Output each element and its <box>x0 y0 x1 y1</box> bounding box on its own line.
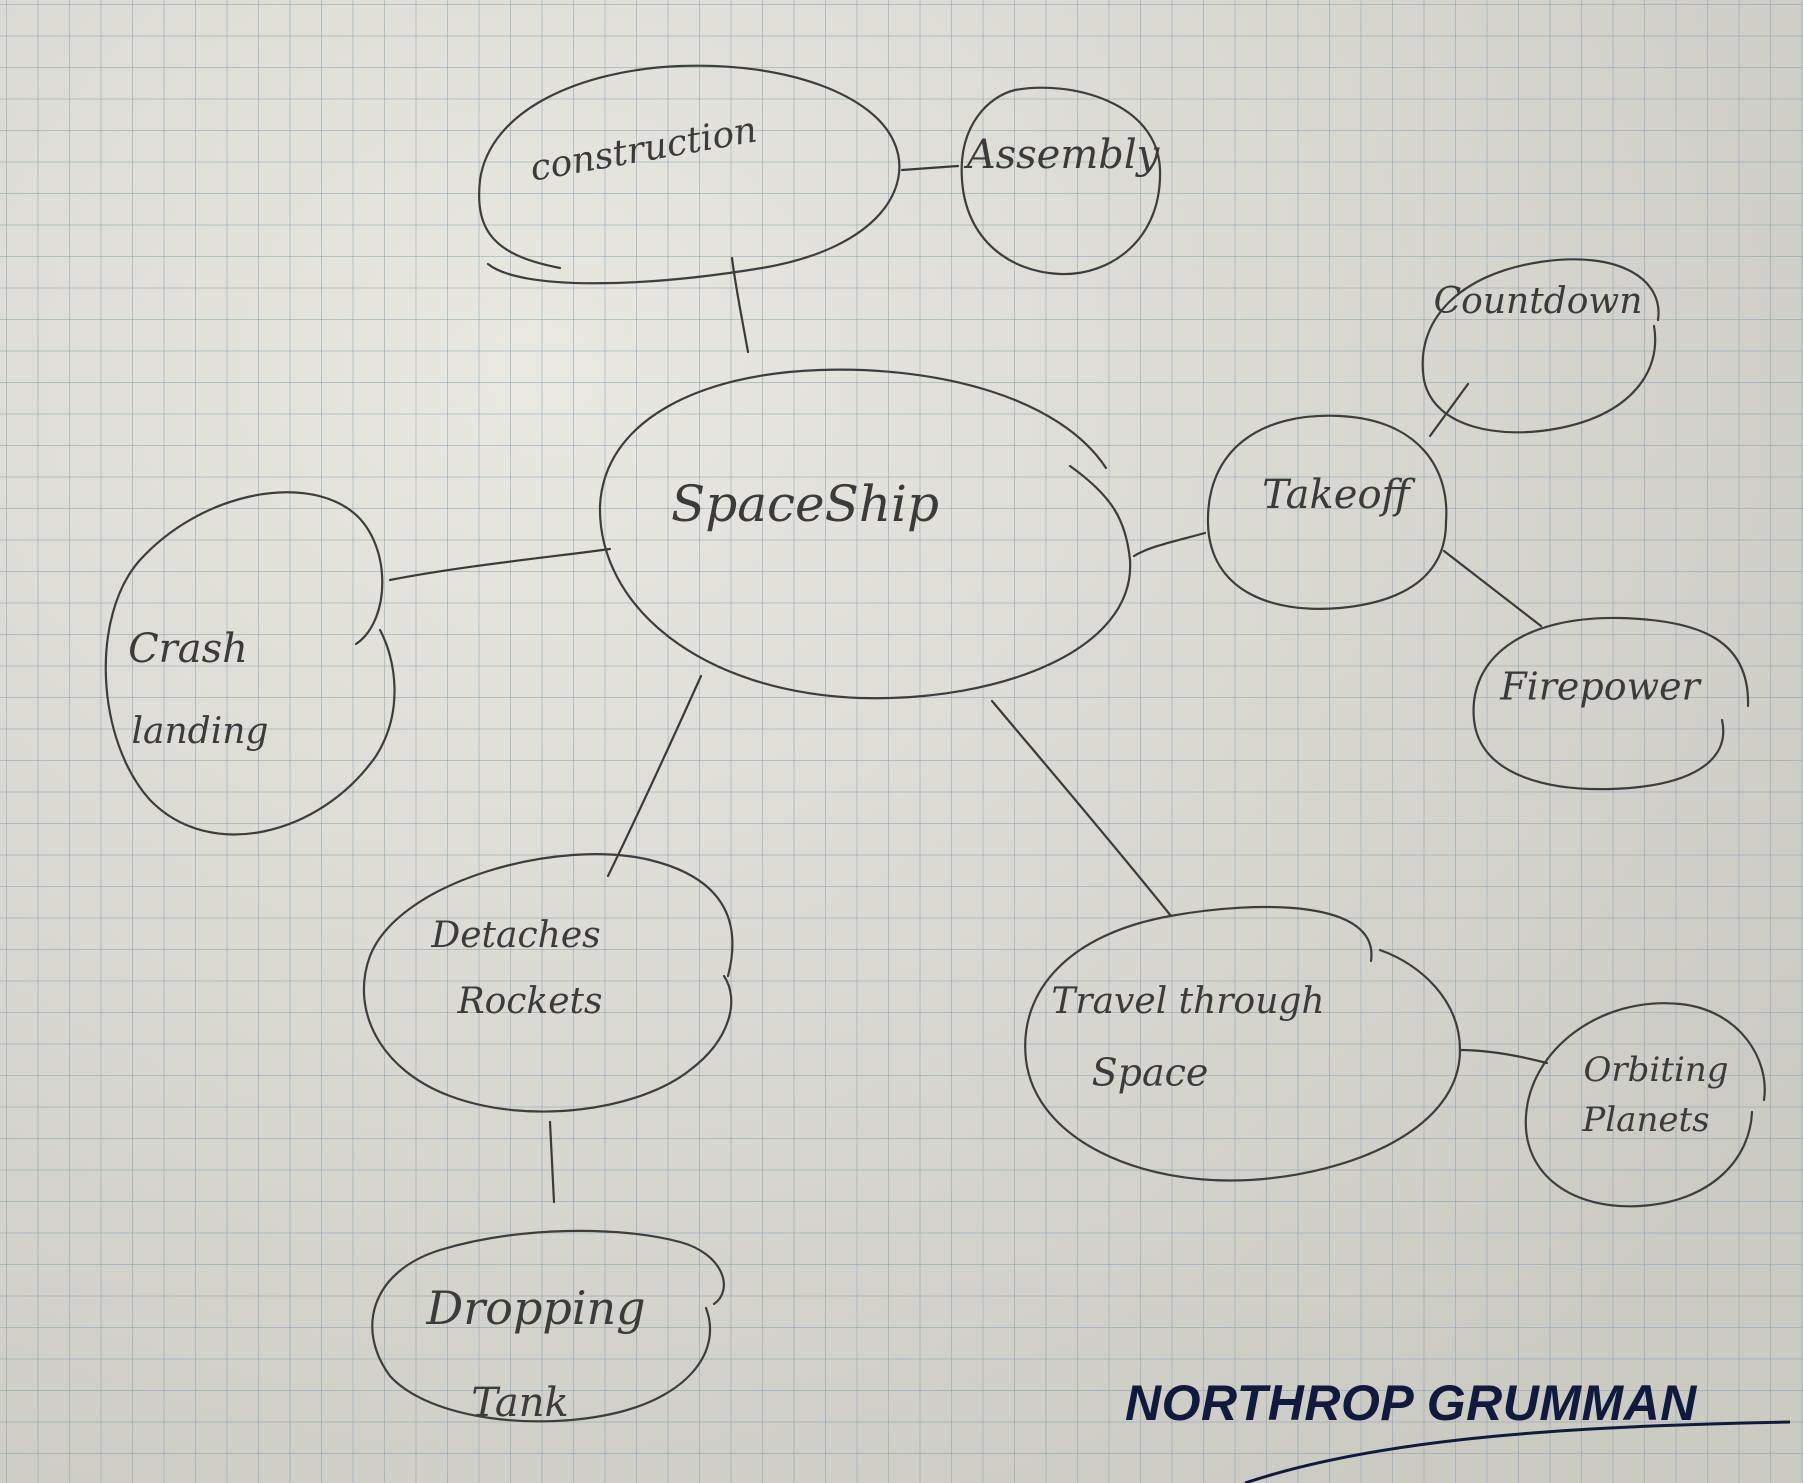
connector-spaceship-crash <box>388 547 612 582</box>
node-outline-travel <box>1024 905 1462 1182</box>
brand-name: NORTHROP GRUMMAN <box>1125 1375 1697 1431</box>
label-detaches: Detaches <box>430 915 600 956</box>
node-outline-countdown <box>1421 258 1660 434</box>
connector-travel-orbiting <box>1458 1048 1549 1065</box>
node-outline-takeoff <box>1206 414 1448 610</box>
node-outline-firepower <box>1472 616 1750 791</box>
connector-construction-assembly <box>900 164 960 172</box>
label-firepower: Firepower <box>1499 665 1702 709</box>
connector-spaceship-detaches <box>606 674 703 878</box>
label-assembly: Assembly <box>963 132 1161 178</box>
connector-spaceship-travel <box>990 699 1173 918</box>
label-rockets: Rockets <box>456 981 602 1022</box>
connector-takeoff-countdown <box>1428 382 1470 438</box>
label-spaceship: SpaceShip <box>671 475 939 533</box>
node-outline-spaceship <box>598 368 1132 700</box>
label-space: Space <box>1092 1051 1209 1095</box>
connector-spaceship-takeoff <box>1132 531 1207 558</box>
node-outline-dropping-tank <box>371 1229 725 1423</box>
node-outline-crash-landing <box>104 491 396 836</box>
node-outline-detaches-rockets <box>362 853 734 1113</box>
node-outline-orbiting <box>1524 1002 1766 1208</box>
label-travel: Travel through <box>1051 981 1324 1022</box>
connector-takeoff-firepower <box>1442 549 1543 628</box>
label-planets: Planets <box>1581 1100 1709 1140</box>
label-crash: Crash <box>128 626 248 672</box>
label-dropping: Dropping <box>425 1281 645 1335</box>
label-orbiting: Orbiting <box>1584 1050 1729 1090</box>
node-outline-assembly <box>960 86 1162 276</box>
connector-construction-spaceship <box>730 256 750 354</box>
connector-detaches-dropping <box>548 1120 556 1204</box>
label-tank: Tank <box>471 1380 568 1426</box>
label-takeoff: Takeoff <box>1262 472 1416 518</box>
label-countdown: Countdown <box>1434 281 1643 322</box>
node-outline-construction <box>478 64 901 285</box>
brand-logo: NORTHROP GRUMMAN <box>1125 1374 1790 1483</box>
label-landing: landing <box>132 711 269 752</box>
brand-swoosh <box>1244 1420 1790 1483</box>
label-construction: construction <box>527 109 760 189</box>
